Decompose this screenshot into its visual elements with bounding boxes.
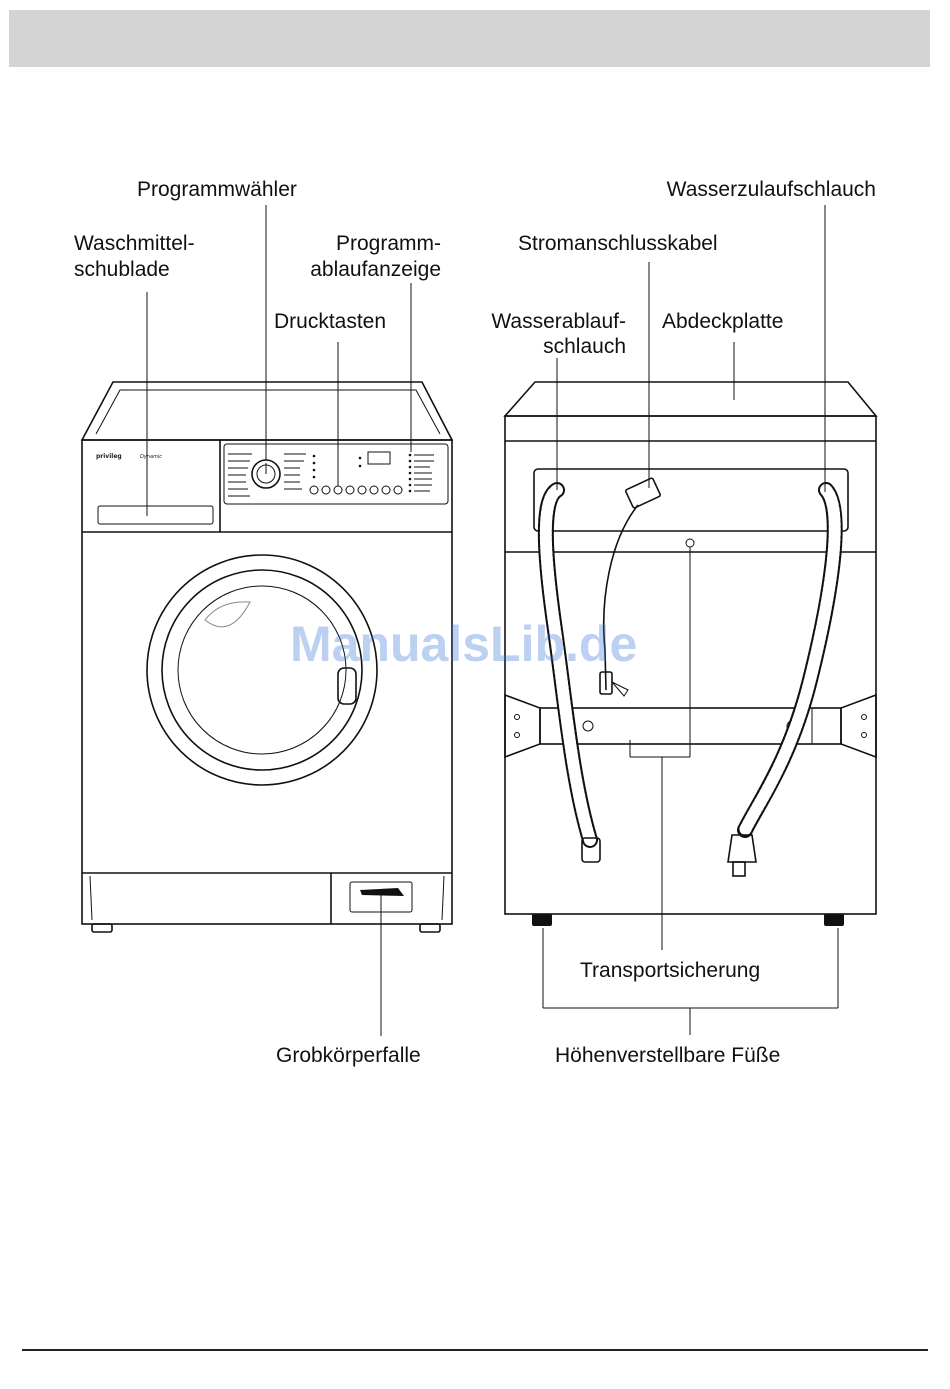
label-wasserablaufschlauch-1: Wasserablauf- xyxy=(491,310,626,333)
push-buttons xyxy=(310,486,402,494)
brand-label: privileg xyxy=(96,453,122,460)
label-stromanschlusskabel: Stromanschlusskabel xyxy=(518,232,718,255)
watermark: ManualsLib.de xyxy=(290,616,637,672)
label-drucktasten: Drucktasten xyxy=(274,310,386,333)
footer-rule xyxy=(22,1349,928,1351)
label-hoehenverstellbare-fuesse: Höhenverstellbare Füße xyxy=(555,1044,780,1067)
power-cable-plug-housing xyxy=(625,478,661,509)
label-wasserzulaufschlauch: Wasserzulaufschlauch xyxy=(667,178,876,201)
label-abdeckplatte: Abdeckplatte xyxy=(662,310,783,333)
label-programmablaufanzeige-1: Programm- xyxy=(336,232,441,255)
svg-text:Dynamic: Dynamic xyxy=(140,454,162,460)
label-wasserablaufschlauch-2: schlauch xyxy=(543,335,626,358)
label-waschmittelschublade-1: Waschmittel- xyxy=(74,232,195,255)
inlet-hose xyxy=(745,490,835,830)
label-programmwaehler: Programmwähler xyxy=(137,178,297,201)
label-waschmittelschublade-2: schublade xyxy=(74,258,170,281)
label-programmablaufanzeige-2: ablaufanzeige xyxy=(310,258,441,281)
label-grobkoerperfalle: Grobkörperfalle xyxy=(276,1044,421,1067)
label-transportsicherung: Transportsicherung xyxy=(580,959,760,982)
